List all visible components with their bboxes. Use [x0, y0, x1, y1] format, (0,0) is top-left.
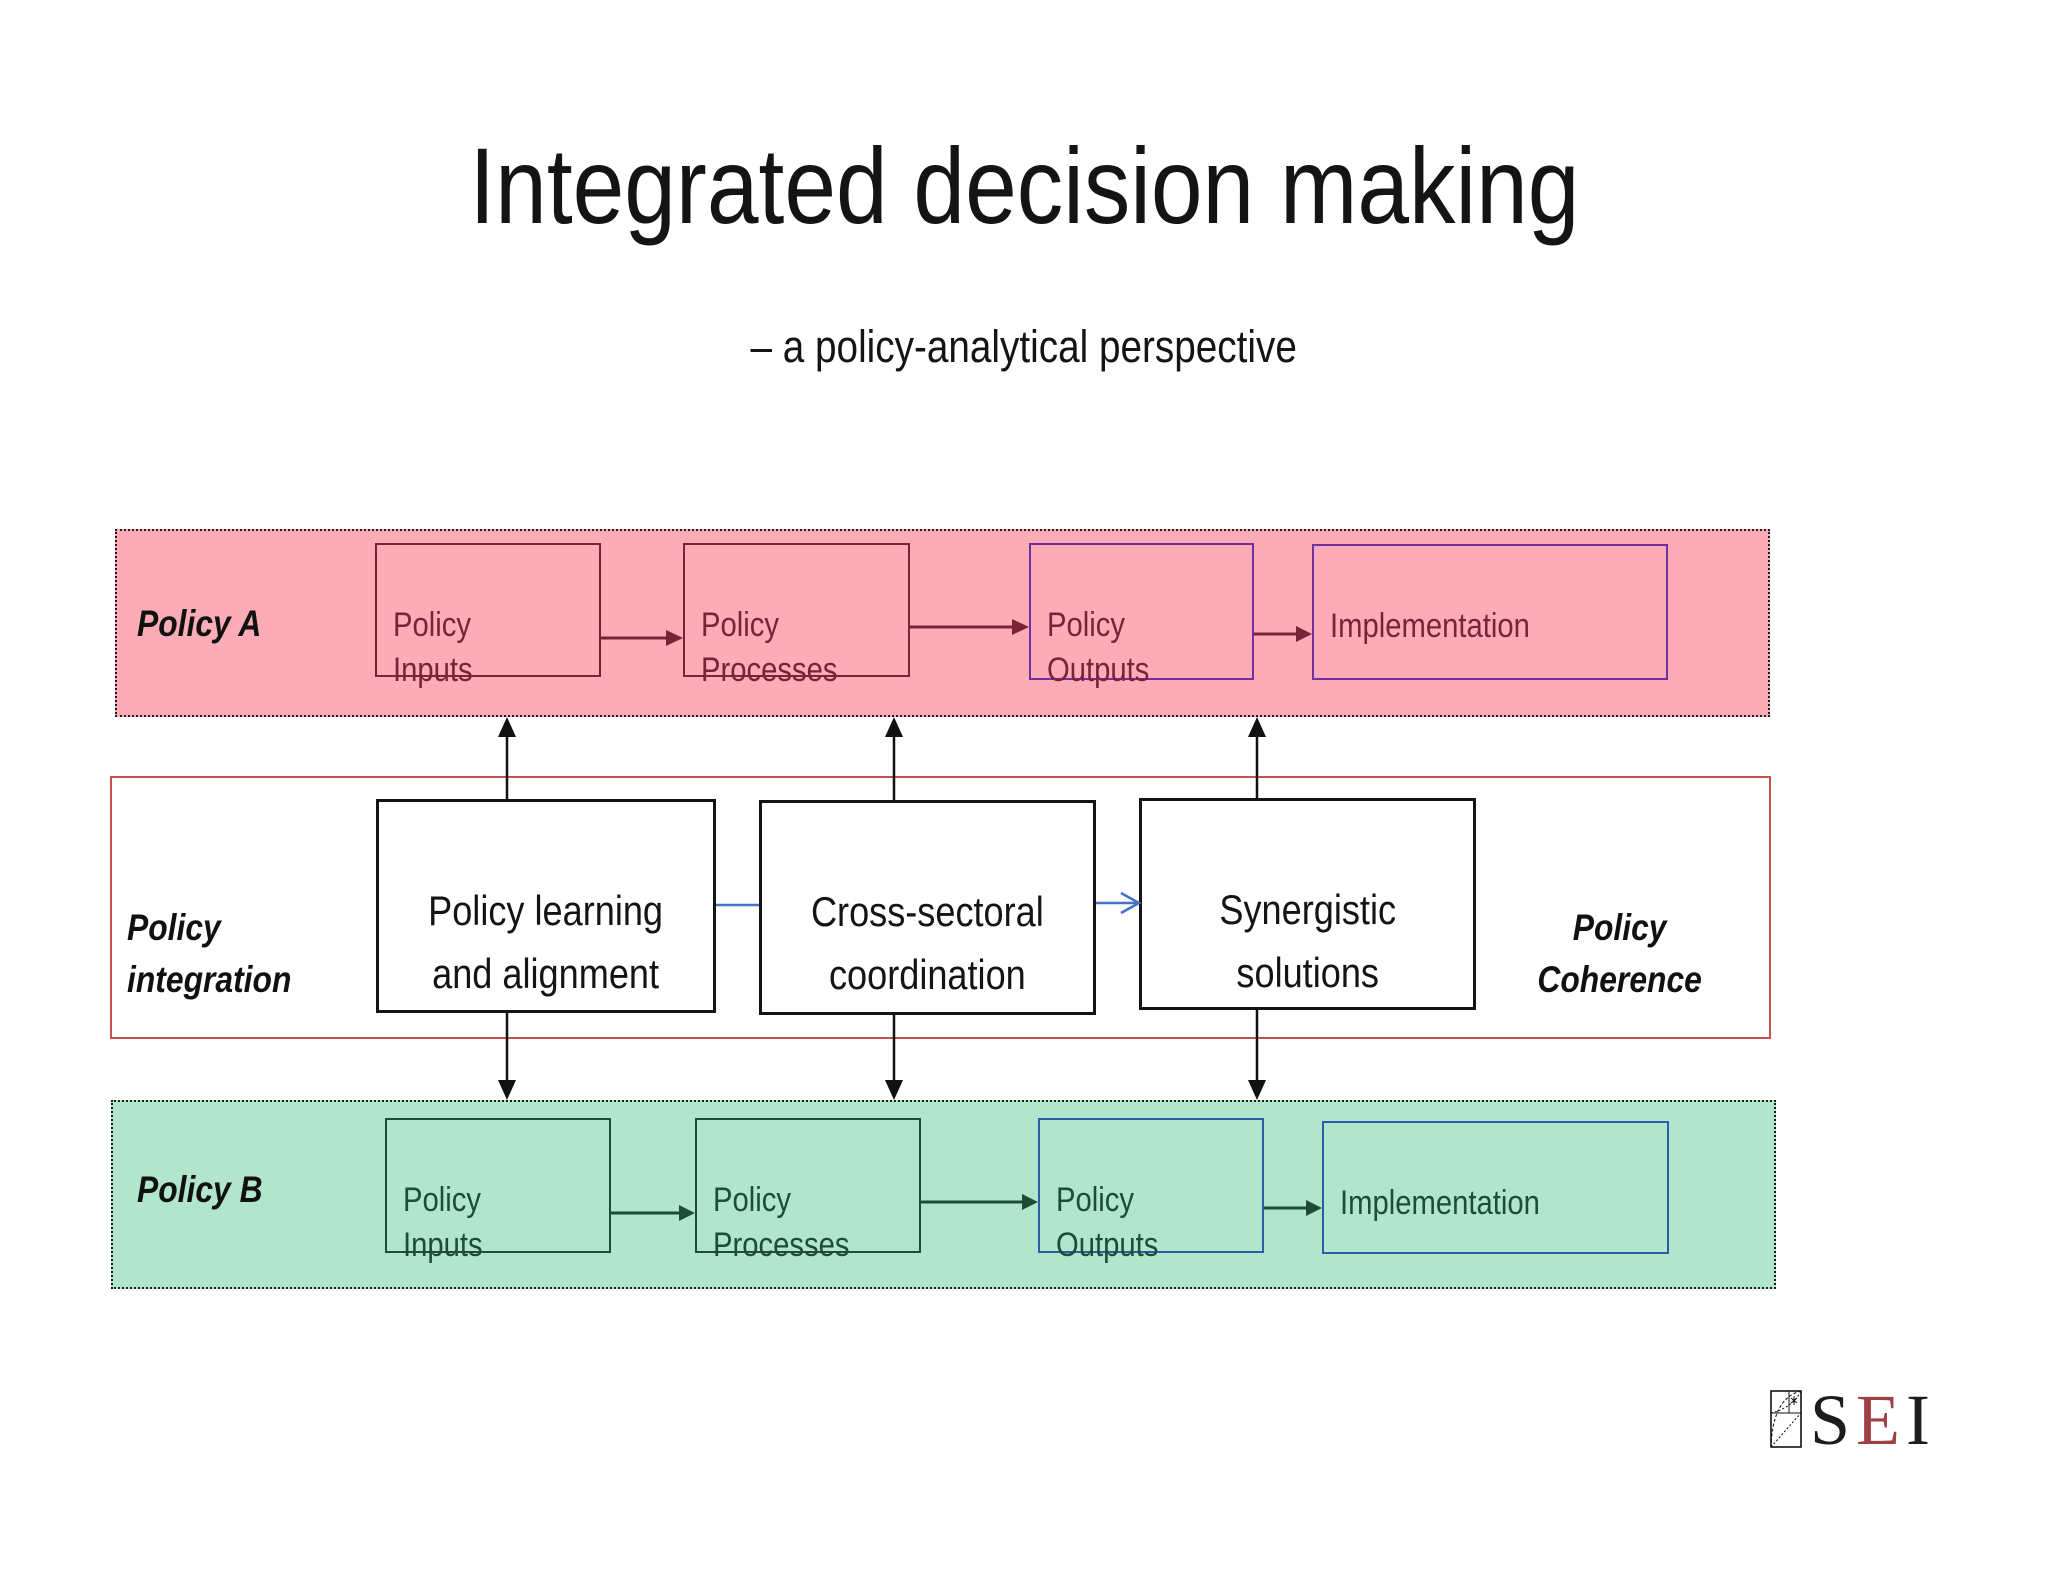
box-policy-outputs-b: Policy Outputs: [1038, 1118, 1264, 1264]
sei-wordmark: SEI: [1810, 1384, 1936, 1456]
page-title: Integrated decision making: [468, 125, 1580, 246]
box-policy-processes-a: Policy Processes: [683, 543, 910, 689]
box-policy-outputs-a: Policy Outputs: [1029, 543, 1254, 689]
box-policy-learning: Policy learning and alignment: [376, 799, 716, 1013]
box-policy-inputs-a: Policy Inputs: [375, 543, 601, 689]
box-policy-processes-b: Policy Processes: [695, 1118, 921, 1264]
policy-integration-label: Policy integration: [127, 906, 292, 1000]
box-cross-sectoral: Cross-sectoral coordination: [759, 800, 1096, 1015]
policy-b-label: Policy B: [137, 1168, 263, 1210]
policy-coherence-label: Policy Coherence: [1537, 906, 1703, 1000]
sei-emblem-icon: [1770, 1390, 1802, 1448]
box-policy-inputs-b: Policy Inputs: [385, 1118, 611, 1264]
page-subtitle: – a policy-analytical perspective: [750, 321, 1298, 372]
sei-letter-i: I: [1906, 1380, 1937, 1460]
sei-logo: SEI: [1770, 1384, 1990, 1456]
policy-a-label: Policy A: [137, 602, 262, 644]
box-implementation-b: Implementation: [1322, 1121, 1669, 1254]
sei-letter-s: S: [1810, 1380, 1857, 1460]
box-synergistic: Synergistic solutions: [1139, 798, 1476, 1010]
sei-letter-e: E: [1856, 1380, 1907, 1460]
box-implementation-a: Implementation: [1312, 544, 1668, 680]
